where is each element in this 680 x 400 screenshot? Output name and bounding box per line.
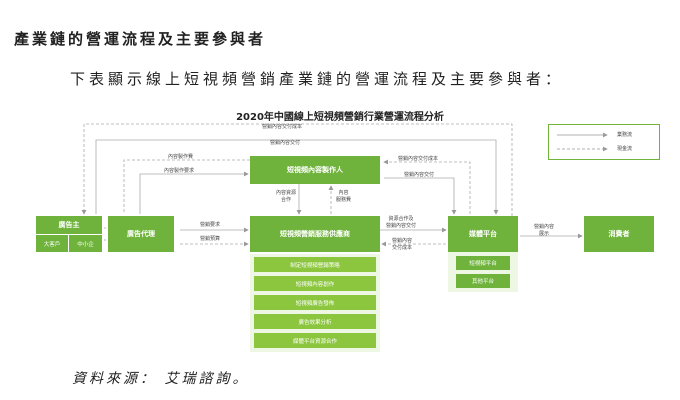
line-cost-left	[123, 159, 250, 214]
provider-service-2: 短視頻廣告發佈	[254, 295, 376, 310]
label-mid-req: 營銷要求	[200, 222, 221, 228]
label-down-left: 內容資源合作	[276, 190, 297, 203]
advertiser-large-client: 大客戶	[36, 235, 68, 252]
intro-text: 下表顯示線上短視頻營銷產業鏈的營運流程及主要參與者：	[70, 70, 565, 88]
provider-service-0: 制定短視頻營銷策略	[254, 257, 376, 272]
label-display: 營銷內容展示	[534, 224, 555, 237]
legend-business-label: 業務流	[617, 132, 633, 138]
label-mid-budget: 營銷預算	[200, 236, 221, 242]
label-to-media: 資源合作及營銷內容交付	[386, 216, 417, 229]
diagram-title: 2020年中國線上短視頻營銷行業營運流程分析	[236, 112, 444, 123]
source-note: 資料來源： 艾瑞諮詢。	[72, 371, 250, 387]
legend-cash-label: 現金流	[617, 146, 633, 152]
label-cost-right: 營銷內容交付成本	[398, 156, 439, 162]
ad-agency-box: 廣告代理	[108, 216, 174, 252]
advertiser-box: 廣告主	[36, 216, 102, 234]
media-box: 媒體平台	[448, 216, 518, 252]
label-req-left: 內容製作要求	[164, 168, 195, 174]
producer-box: 短視頻內容製作人	[250, 156, 380, 184]
media-short-video: 短視頻平台	[456, 256, 510, 270]
provider-service-4: 媒體平台資源合作	[254, 333, 376, 348]
label-deliver-right: 營銷內容交付	[404, 172, 435, 178]
provider-box: 短視頻營銷服務供應商	[250, 216, 380, 252]
line-cost-right	[383, 159, 471, 214]
label-from-media: 營銷內容交付成本	[392, 238, 413, 251]
provider-service-3: 廣告效果分析	[254, 314, 376, 329]
line-top-deliver	[95, 139, 499, 215]
line-top-cost	[81, 123, 513, 216]
label-cost-left: 內容製作費	[168, 154, 194, 160]
provider-service-1: 短視頻內容創作	[254, 276, 376, 291]
label-top-deliver: 營銷內容交付	[270, 140, 301, 146]
label-down-right: 內容服務費	[336, 190, 352, 203]
advertiser-sme: 中小企	[69, 235, 102, 252]
media-other: 其他平台	[456, 274, 510, 288]
label-top-cost: 營銷內容交付成本	[262, 124, 303, 130]
line-deliver-right	[384, 177, 457, 215]
section-heading: 產業鏈的營運流程及主要參與者	[14, 30, 267, 48]
consumer-box: 消費者	[584, 216, 654, 252]
legend: 業務流 現金流	[548, 124, 660, 160]
line-req-left	[139, 171, 249, 214]
